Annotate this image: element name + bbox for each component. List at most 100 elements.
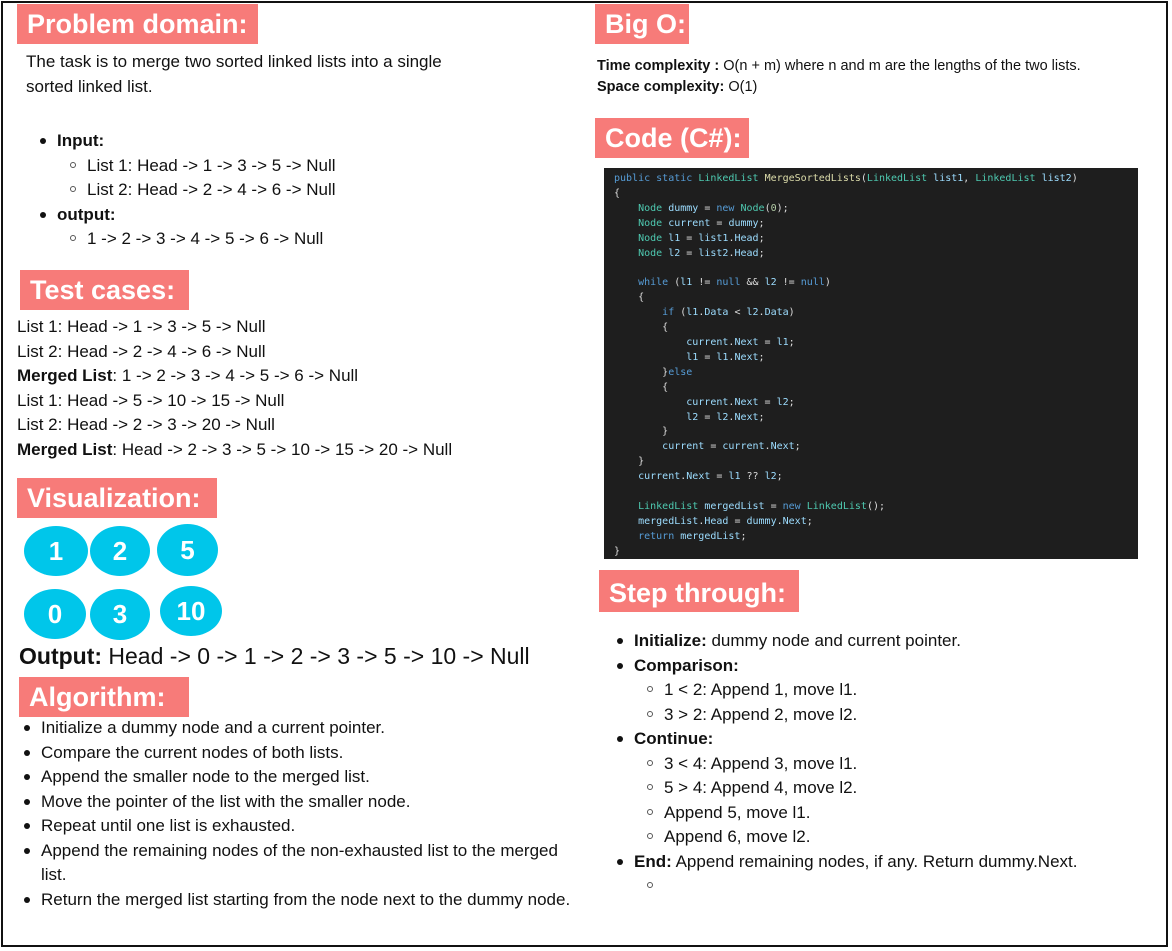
code-line: } [614, 456, 645, 468]
code-line: Node dummy = new Node(0); [638, 202, 789, 214]
visualization-header: Visualization: [17, 478, 217, 518]
output-list-item: 1 -> 2 -> 3 -> 4 -> 5 -> 6 -> Null [65, 227, 336, 252]
complexity-block: Time complexity : O(n + m) where n and m… [597, 56, 1081, 98]
code-line: l2 = l2.Next; [686, 411, 765, 423]
input-item: Input: [35, 129, 336, 154]
algorithm-header: Algorithm: [19, 677, 189, 717]
list-node: 1 [24, 526, 88, 576]
step-through-list: Initialize: dummy node and current point… [612, 629, 1077, 899]
test-case-line: List 2: Head -> 2 -> 3 -> 20 -> Null [17, 413, 452, 438]
test-case-label: Merged List [17, 439, 113, 459]
input-list-item: List 2: Head -> 2 -> 4 -> 6 -> Null [65, 178, 336, 203]
list-node: 5 [157, 524, 218, 576]
test-case-line: Merged List: 1 -> 2 -> 3 -> 4 -> 5 -> 6 … [17, 364, 452, 389]
step-label: End: [634, 851, 672, 871]
test-case-line: List 2: Head -> 2 -> 4 -> 6 -> Null [17, 340, 452, 365]
test-case-text: List 2: Head -> 2 -> 4 -> 6 -> Null [17, 341, 266, 361]
space-complexity-label: Space complexity: [597, 79, 725, 95]
step-sub-item: Append 5, move l1. [642, 801, 1077, 826]
step-continue: Continue: [612, 727, 1077, 752]
time-complexity: Time complexity : O(n + m) where n and m… [597, 56, 1081, 77]
algorithm-step: Move the pointer of the list with the sm… [19, 790, 616, 815]
big-o-header: Big O: [595, 4, 689, 44]
test-case-line: List 1: Head -> 1 -> 3 -> 5 -> Null [17, 315, 452, 340]
test-case-text: List 2: Head -> 2 -> 3 -> 20 -> Null [17, 415, 275, 434]
code-line: l1 = l1.Next; [686, 351, 765, 363]
visualization-output: Output: Head -> 0 -> 1 -> 2 -> 3 -> 5 ->… [19, 641, 530, 671]
problem-description-line: The task is to merge two sorted linked l… [26, 52, 442, 71]
output-label: output: [57, 204, 116, 224]
code-line: mergedList.Head = dummy.Next; [638, 515, 813, 527]
test-case-text: List 1: Head -> 1 -> 3 -> 5 -> Null [17, 317, 266, 336]
list-node: 3 [90, 589, 150, 640]
problem-description: The task is to merge two sorted linked l… [26, 50, 442, 99]
output-value: Head -> 0 -> 1 -> 2 -> 3 -> 5 -> 10 -> N… [102, 643, 530, 669]
list-node: 2 [90, 526, 150, 576]
step-label: Comparison: [634, 655, 739, 675]
code-header: Code (C#): [595, 118, 749, 158]
test-case-label: Merged List [17, 366, 113, 385]
step-sub-item [642, 874, 1077, 899]
step-sub-item: 5 > 4: Append 4, move l2. [642, 776, 1077, 801]
test-case-line: List 1: Head -> 5 -> 10 -> 15 -> Null [17, 389, 452, 414]
code-line: Node current = dummy; [638, 217, 765, 229]
problem-description-line: sorted linked list. [26, 76, 153, 96]
output-label: Output: [19, 643, 103, 669]
code-line: { [614, 292, 645, 304]
list-node: 0 [24, 589, 86, 639]
test-cases-header: Test cases: [20, 270, 189, 310]
code-line [614, 485, 1138, 500]
test-cases-list: List 1: Head -> 1 -> 3 -> 5 -> Null List… [17, 315, 452, 462]
step-label: Initialize: [634, 631, 707, 650]
space-complexity-value: O(1) [724, 79, 758, 95]
code-line: } [614, 545, 621, 557]
step-initialize: Initialize: dummy node and current point… [612, 629, 1077, 654]
input-label: Input: [57, 131, 105, 150]
list-node: 10 [160, 586, 222, 636]
step-sub-item: 3 < 4: Append 3, move l1. [642, 752, 1077, 777]
algorithm-step: Initialize a dummy node and a current po… [19, 716, 616, 741]
step-sub-item: 1 < 2: Append 1, move l1. [642, 678, 1077, 703]
step-sub-item: 3 > 2: Append 2, move l2. [642, 703, 1077, 728]
code-line: LinkedList mergedList = new LinkedList()… [638, 500, 885, 512]
test-case-text: : Head -> 2 -> 3 -> 5 -> 10 -> 15 -> 20 … [112, 439, 453, 459]
step-sub-item: Append 6, move l2. [642, 825, 1077, 850]
time-complexity-label: Time complexity : [597, 58, 720, 74]
input-list-item: List 1: Head -> 1 -> 3 -> 5 -> Null [65, 154, 336, 179]
algorithm-step: Append the remaining nodes of the non-ex… [19, 839, 581, 888]
step-text: dummy node and current pointer. [706, 631, 961, 650]
step-through-header: Step through: [599, 570, 799, 612]
code-line: Node l1 = list1.Head; [638, 232, 765, 244]
step-end: End: Append remaining nodes, if any. Ret… [612, 850, 1077, 875]
step-label: Continue: [634, 729, 714, 748]
code-line: Node l2 = list2.Head; [638, 247, 765, 259]
code-line: { [614, 187, 621, 199]
code-line: } [614, 426, 669, 438]
code-line: return mergedList; [638, 530, 747, 542]
code-snippet: public static LinkedList MergeSortedList… [604, 168, 1138, 559]
test-case-text: List 1: Head -> 5 -> 10 -> 15 -> Null [17, 390, 285, 410]
space-complexity: Space complexity: O(1) [597, 77, 1081, 98]
problem-domain-header: Problem domain: [17, 4, 258, 44]
algorithm-step: Return the merged list starting from the… [19, 888, 616, 913]
code-line: if (l1.Data < l2.Data) [662, 307, 795, 319]
code-line: { [614, 322, 669, 334]
code-line: { [614, 381, 669, 393]
test-case-text: : 1 -> 2 -> 3 -> 4 -> 5 -> 6 -> Null [112, 366, 359, 385]
algorithm-list: Initialize a dummy node and a current po… [19, 716, 616, 912]
output-item: output: [35, 203, 336, 228]
step-text: Append remaining nodes, if any. Return d… [671, 851, 1078, 871]
code-line: current = current.Next; [662, 441, 801, 453]
code-line: current.Next = l2; [686, 396, 795, 408]
algorithm-step: Compare the current nodes of both lists. [19, 741, 616, 766]
algorithm-step: Append the smaller node to the merged li… [19, 765, 616, 790]
code-line: public static LinkedList MergeSortedList… [614, 173, 1078, 184]
code-line: while (l1 != null && l2 != null) [638, 277, 831, 289]
code-line [614, 261, 1138, 276]
time-complexity-value: O(n + m) where n and m are the lengths o… [719, 58, 1081, 74]
problem-io-list: Input: List 1: Head -> 1 -> 3 -> 5 -> Nu… [35, 129, 336, 252]
algorithm-step: Repeat until one list is exhausted. [19, 814, 616, 839]
code-line: current.Next = l1 ?? l2; [638, 471, 783, 483]
test-case-line: Merged List: Head -> 2 -> 3 -> 5 -> 10 -… [17, 438, 452, 463]
